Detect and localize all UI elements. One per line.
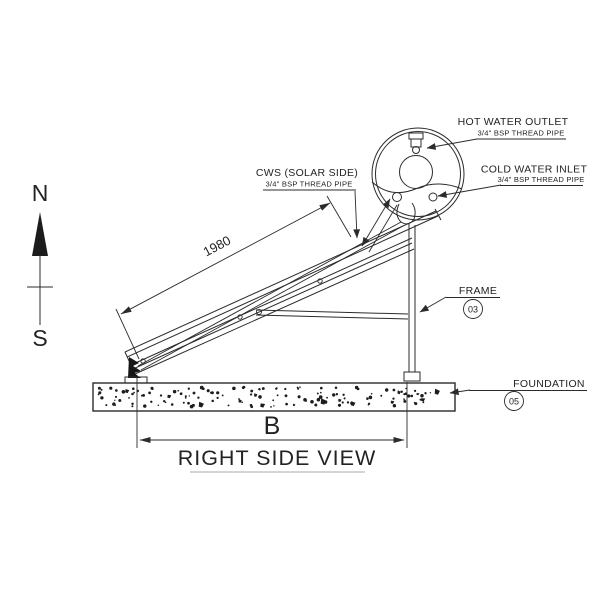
- panel-frame-mid-line: [132, 242, 413, 370]
- base-width-value: B: [264, 412, 281, 440]
- storage-tank: [371, 127, 465, 225]
- cws-spec: 3/4" BSP THREAD PIPE: [265, 180, 352, 189]
- cold-water-inlet-leader: [437, 184, 502, 198]
- panel-frame-top-line: [130, 237, 413, 366]
- callout-foundation: FOUNDATION 05: [449, 378, 587, 411]
- cws-pipe-connector-2: [368, 204, 398, 253]
- cws-pipe-connector: [361, 198, 391, 247]
- compass-north-arrow-icon: [32, 212, 48, 256]
- frame-part-balloon: [463, 299, 483, 319]
- dimension-collector-length: 1980: [115, 195, 352, 360]
- frame-part-number: 03: [468, 305, 478, 315]
- frame-leader: [419, 296, 447, 313]
- foundation-block: [92, 382, 456, 412]
- tank-cradle: [396, 202, 416, 225]
- frame-title: FRAME: [459, 285, 497, 297]
- panel-bolt: [140, 358, 146, 364]
- cold-water-inlet-title: COLD WATER INLET: [481, 164, 588, 176]
- dimension-base-width: B: [136, 377, 408, 448]
- foundation-part-number: 05: [509, 397, 519, 407]
- panel-frame-bottom-line: [134, 248, 415, 375]
- panel-right-end-cap: [434, 208, 442, 221]
- panel-glass-top-line: [124, 210, 437, 353]
- frame-brace-top-line: [255, 309, 409, 315]
- hot-outlet-port: [412, 146, 420, 154]
- compass-north-label: N: [32, 180, 49, 206]
- foundation-title: FOUNDATION: [513, 378, 585, 390]
- cws-title: CWS (SOLAR SIDE): [256, 167, 358, 179]
- callout-cold-water-inlet: COLD WATER INLET 3/4" BSP THREAD PIPE: [437, 164, 588, 198]
- tank-inner-circle: [375, 131, 461, 217]
- panel-bolt: [237, 314, 243, 320]
- cws-port: [392, 192, 402, 202]
- foundation-leader: [449, 388, 471, 396]
- cold-inlet-port: [428, 192, 438, 202]
- callout-cws-solar-side: CWS (SOLAR SIDE) 3/4" BSP THREAD PIPE: [256, 167, 398, 253]
- cws-leader-line: [353, 190, 361, 239]
- view-title: RIGHT SIDE VIEW: [178, 446, 377, 470]
- tank-outer-circle: [371, 127, 465, 221]
- tank-water-level-wave: [371, 181, 463, 193]
- dimension-line: [120, 202, 331, 315]
- callout-hot-water-outlet: HOT WATER OUTLET 3/4" BSP THREAD PIPE: [426, 116, 569, 150]
- dimension-extension-line: [115, 308, 140, 360]
- panel-foot-weld-blob: [128, 357, 141, 378]
- foundation-part-balloon: [504, 391, 524, 411]
- compass-south-label: S: [32, 325, 47, 351]
- hot-water-outlet-leader: [426, 138, 478, 150]
- panel-pipe-line-1: [137, 221, 402, 367]
- frame-post-foot-plate: [403, 371, 421, 382]
- view-title-block: RIGHT SIDE VIEW: [178, 446, 377, 473]
- hot-outlet-valve-cap: [408, 132, 424, 140]
- foundation-speckles: [97, 385, 440, 409]
- collector-panel: [124, 208, 442, 384]
- dimension-extension-line: [326, 195, 352, 238]
- hot-outlet-valve-body: [410, 138, 422, 148]
- collector-length-value: 1980: [201, 233, 234, 260]
- panel-pipe-line-2: [140, 225, 404, 371]
- cold-water-inlet-spec: 3/4" BSP THREAD PIPE: [497, 175, 584, 184]
- foundation-outline: [92, 382, 456, 412]
- hot-water-outlet-title: HOT WATER OUTLET: [458, 116, 569, 128]
- frame-brace-bottom-line: [255, 314, 409, 320]
- hot-water-outlet-spec: 3/4" BSP THREAD PIPE: [477, 129, 564, 138]
- tank-center-circle: [399, 155, 433, 189]
- callout-frame: FRAME 03: [419, 285, 500, 319]
- compass: N S: [27, 180, 53, 351]
